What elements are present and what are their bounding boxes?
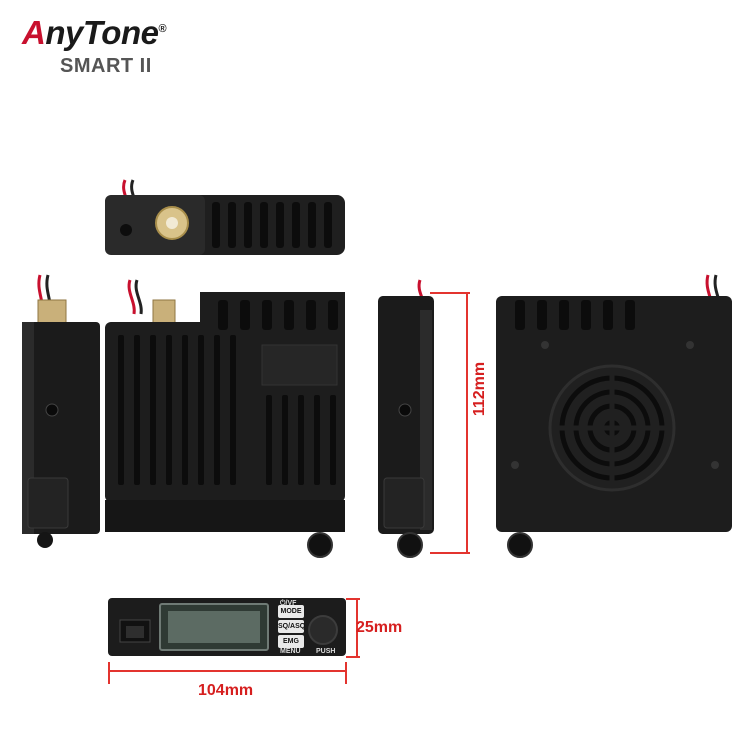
sq-asq-button[interactable]: SQ/ASQ bbox=[278, 620, 305, 633]
mode-button[interactable]: MODE bbox=[278, 605, 304, 618]
height-top-tick bbox=[430, 292, 470, 294]
width-dimension-label: 104mm bbox=[198, 682, 254, 699]
menu-label: MENU bbox=[280, 648, 301, 655]
push-label: PUSH bbox=[316, 648, 336, 655]
brand-logo: AnyTone® bbox=[22, 14, 167, 52]
depth-top-tick bbox=[346, 598, 360, 600]
heatsink-view bbox=[105, 279, 345, 558]
width-dimension-line bbox=[108, 670, 346, 672]
emg-button[interactable]: EMG bbox=[278, 635, 304, 648]
width-right-tick bbox=[345, 662, 347, 684]
registered-mark: ® bbox=[158, 23, 167, 35]
width-left-tick bbox=[108, 662, 110, 684]
height-dimension-line bbox=[466, 292, 468, 553]
model-name: SMART II bbox=[60, 55, 152, 77]
depth-dimension-label: 25mm bbox=[356, 619, 403, 636]
front-panel-view bbox=[108, 598, 346, 656]
top-view bbox=[105, 179, 345, 255]
brand-logo-text: nyTone bbox=[45, 14, 159, 51]
height-dimension-label: 112mm bbox=[471, 361, 488, 417]
brand-logo-initial: A bbox=[22, 14, 46, 51]
depth-dimension-line bbox=[356, 598, 358, 656]
depth-bottom-tick bbox=[346, 656, 360, 658]
speaker-view bbox=[496, 274, 732, 558]
power-label: ⏻/VF bbox=[280, 600, 297, 607]
right-side-view bbox=[378, 279, 434, 558]
height-bottom-tick bbox=[430, 552, 470, 554]
left-side-view bbox=[22, 274, 100, 548]
